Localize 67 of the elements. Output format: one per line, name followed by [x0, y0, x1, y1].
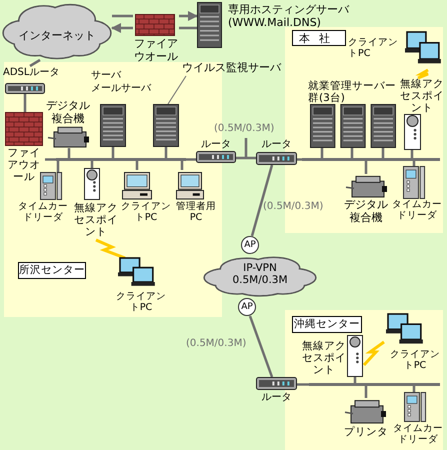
device-label: ルータ — [200, 139, 232, 150]
network-line — [364, 386, 368, 398]
access-point-circle: AP — [241, 236, 259, 254]
network-line — [297, 158, 302, 161]
network-line — [320, 146, 384, 160]
wireless-bolt — [95, 238, 126, 260]
arrow-line — [111, 23, 133, 33]
network-cable — [56, 158, 186, 161]
device-label: ファイアウオール — [134, 38, 178, 64]
network-line — [180, 161, 184, 170]
device-label: タイムカードリーダ — [391, 200, 443, 222]
device-label: メールサーバ — [91, 83, 152, 94]
device-label: デジタル複合機 — [344, 199, 388, 224]
network-line — [412, 161, 416, 166]
cloud-label: IP-VPN 0.5M/0.3M — [231, 262, 289, 286]
network-line — [234, 136, 258, 160]
device-label: 就業管理サーバー群(3台) — [308, 80, 397, 104]
device-label: クライアントPC — [389, 350, 441, 372]
wireless-bolt — [415, 68, 430, 80]
device-label: 無線アクセスポイント — [74, 202, 118, 238]
device-label: クライアントPC — [120, 202, 172, 224]
device-label: 無線アクセスポイント — [400, 78, 444, 114]
cloud-label: インターネット — [18, 30, 96, 43]
edge-label: (0.5M/0.3M) — [186, 338, 246, 350]
network-line — [29, 58, 41, 68]
device-label: タイムカードリーダ — [392, 424, 444, 446]
location-label-box: 所沢センター — [18, 262, 86, 279]
location-label-box: 沖縄センター — [292, 316, 362, 333]
network-line — [68, 148, 70, 158]
device-label: 専用ホスティングサーバ(WWW.Mail.DNS) — [228, 4, 350, 30]
network-line — [45, 158, 56, 161]
device-label: クライアントPC — [115, 292, 167, 314]
network-line — [112, 147, 114, 158]
device-label: 無線アクセスポイント — [302, 340, 346, 376]
network-line — [250, 164, 274, 236]
device-label: 管理者用PC — [176, 202, 216, 224]
network-line — [164, 147, 168, 158]
edge-label: (0.5M/0.3M) — [263, 201, 324, 212]
device-label: プリンタ — [343, 426, 389, 438]
leader-line — [168, 76, 186, 104]
device-label: ルータ — [260, 392, 292, 404]
network-line — [248, 316, 274, 378]
wireless-bolt — [362, 340, 385, 366]
network-cable — [309, 383, 440, 386]
network-cable — [302, 158, 440, 161]
device-label: ファイアウオール — [6, 147, 42, 184]
device-label: ADSLルータ — [3, 67, 60, 78]
access-point-circle: AP — [238, 298, 256, 316]
server-label: ウイルス監視サーバ — [182, 62, 282, 76]
network-line — [90, 161, 94, 168]
network-line — [186, 158, 196, 161]
device-label: デジタル複合機 — [46, 100, 90, 126]
arrow-line — [179, 11, 198, 21]
network-line — [24, 94, 26, 112]
network-line — [136, 161, 138, 170]
network-line — [364, 161, 368, 174]
location-label-box: 本社 — [292, 30, 346, 46]
device-label: タイムカードリーダ — [17, 202, 69, 224]
device-label: クライアントPC — [348, 38, 399, 60]
device-label: サーバ — [91, 70, 122, 82]
network-line — [56, 161, 60, 172]
network-line — [410, 150, 414, 158]
device-label: ルータ — [260, 139, 292, 150]
network-line — [412, 386, 416, 392]
network-line — [297, 383, 309, 386]
network-line — [354, 377, 356, 383]
edge-label: (0.5M/0.3M) — [214, 123, 274, 134]
